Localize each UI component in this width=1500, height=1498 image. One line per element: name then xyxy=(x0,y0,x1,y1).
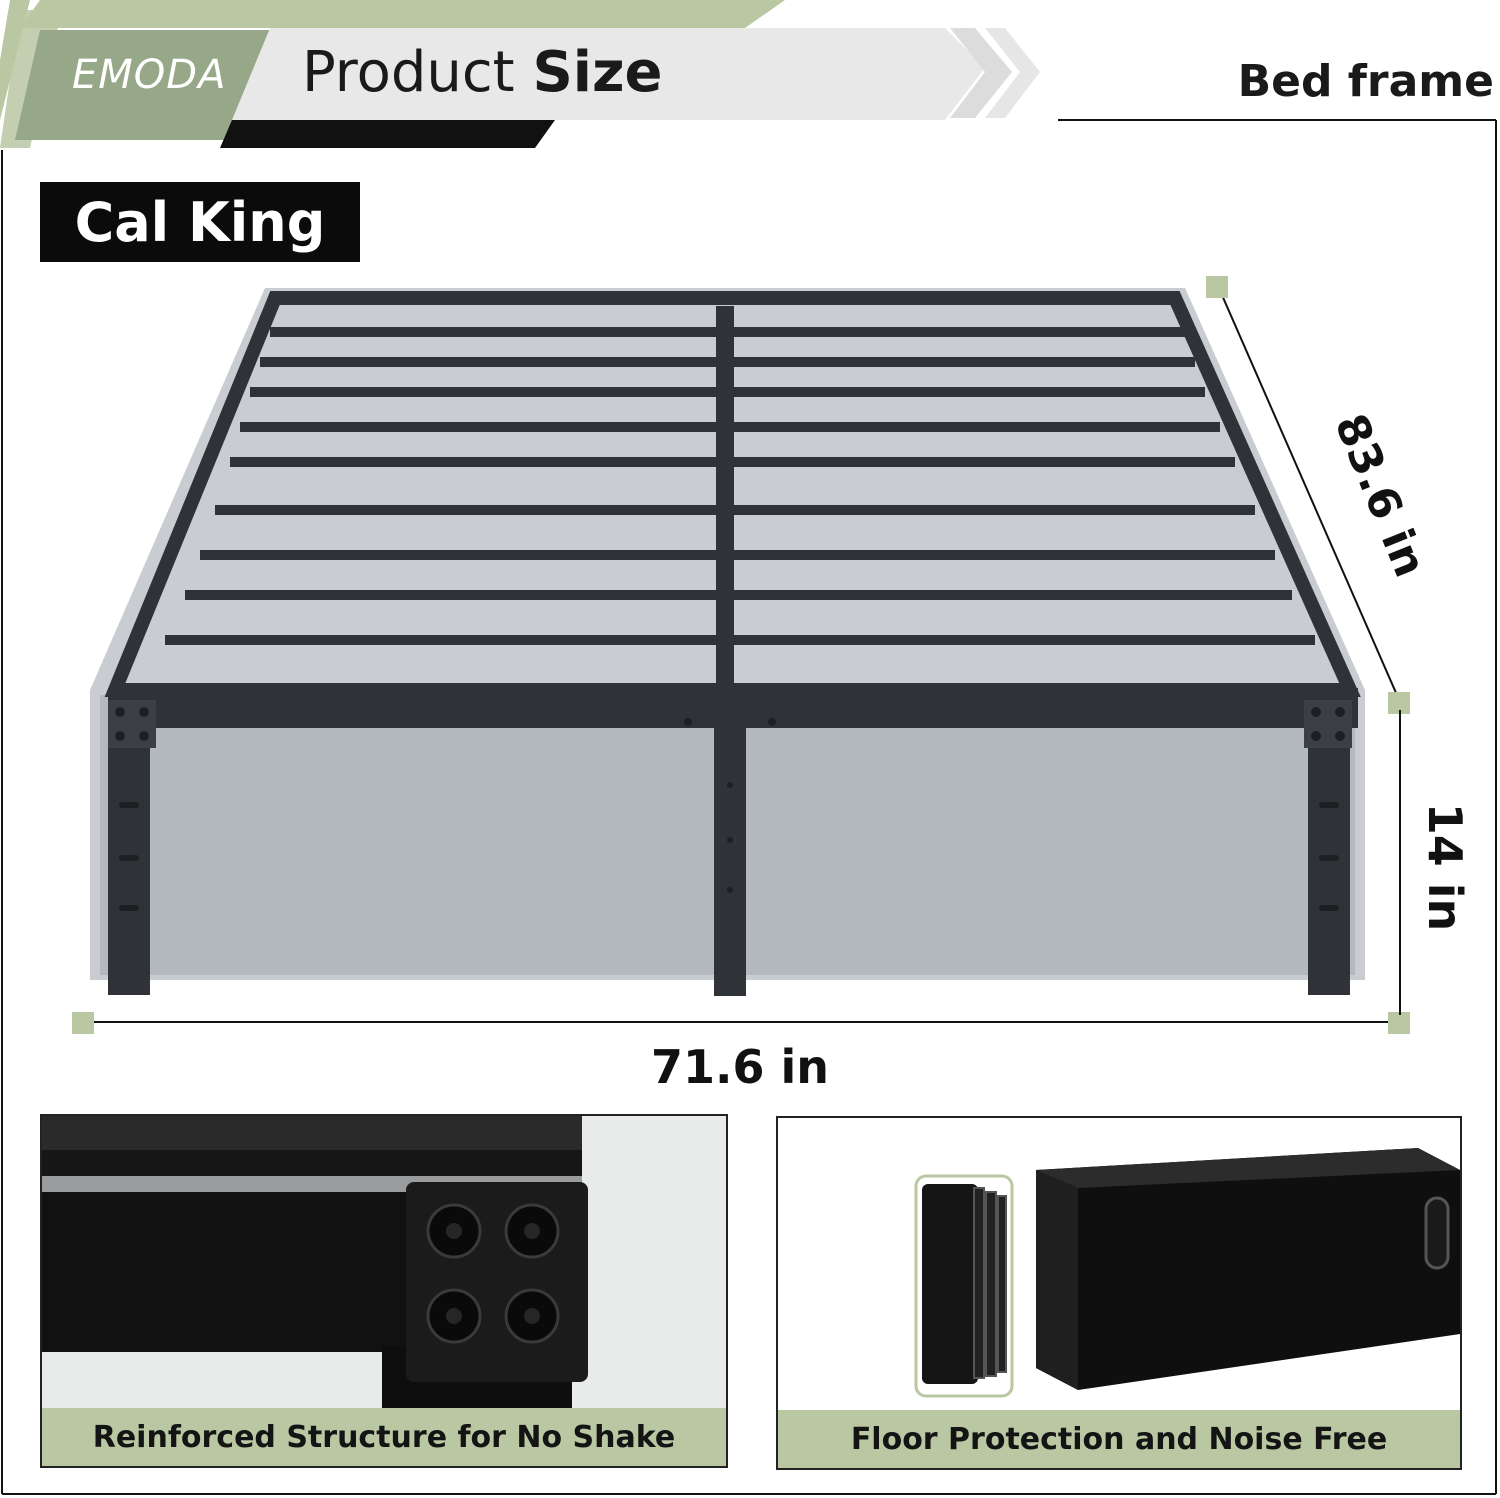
feature-caption: Floor Protection and Noise Free xyxy=(778,1410,1460,1468)
header-banner xyxy=(0,0,1040,148)
feature-panel-floor-protection: Floor Protection and Noise Free xyxy=(776,1116,1462,1470)
corner-bracket-image xyxy=(42,1116,726,1408)
brand-logo: EMODA xyxy=(72,52,227,98)
title-regular: Product xyxy=(302,40,515,105)
page-title: Product Size xyxy=(302,40,663,105)
leg-cap-image xyxy=(914,1148,1460,1398)
height-dimension: 14 in xyxy=(1418,802,1472,932)
size-badge: Cal King xyxy=(40,182,360,262)
title-bold: Size xyxy=(532,40,663,105)
bed-frame-illustration xyxy=(72,276,1410,1034)
feature-panel-reinforced: Reinforced Structure for No Shake xyxy=(40,1114,728,1468)
width-dimension: 71.6 in xyxy=(650,1040,830,1094)
feature-caption: Reinforced Structure for No Shake xyxy=(42,1408,726,1466)
category-label: Bed frame xyxy=(1237,56,1494,107)
